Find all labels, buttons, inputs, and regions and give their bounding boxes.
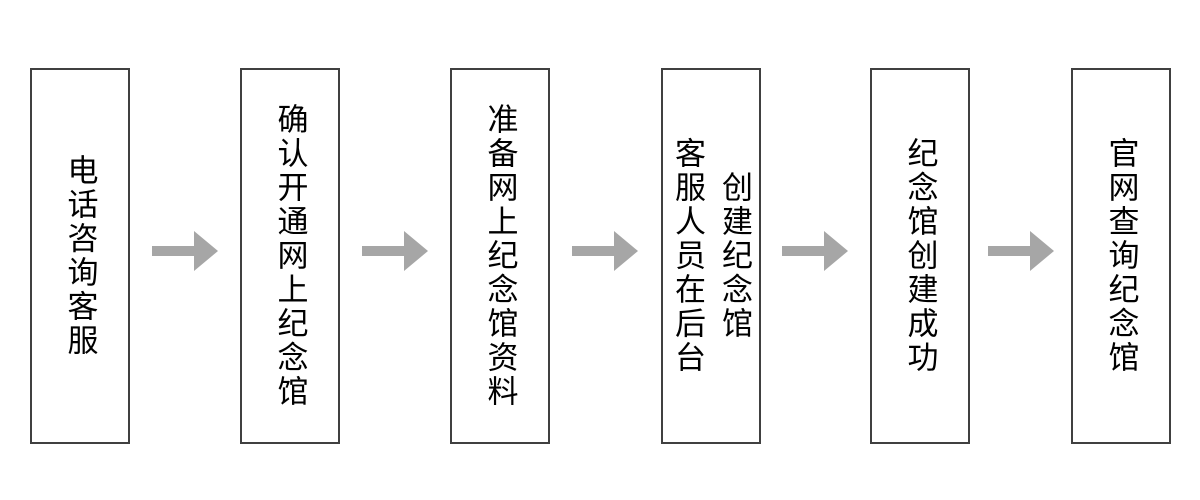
flow-step-5: 纪念馆创建成功: [870, 68, 970, 444]
flow-step-2: 确认开通网上纪念馆: [240, 68, 340, 444]
flow-step-2-label: 确认开通网上纪念馆: [272, 103, 308, 409]
flow-step-5-label: 纪念馆创建成功: [902, 137, 938, 375]
flow-step-3-label: 准备网上纪念馆资料: [482, 103, 518, 409]
flow-step-4: 客服人员在后台 创建纪念馆: [661, 68, 761, 444]
flow-step-6-label: 官网查询纪念馆: [1103, 137, 1139, 375]
arrow-right-icon: [362, 231, 428, 271]
arrow-right-icon: [572, 231, 638, 271]
flow-step-1-label: 电话咨询客服: [62, 154, 98, 358]
arrow-right-icon: [988, 231, 1054, 271]
flow-step-3: 准备网上纪念馆资料: [450, 68, 550, 444]
flow-step-4-label-line-1: 客服人员在后台: [670, 137, 705, 375]
arrow-right-icon: [152, 231, 218, 271]
flow-step-6: 官网查询纪念馆: [1071, 68, 1171, 444]
flow-step-4-label-line-2: 创建纪念馆: [717, 171, 752, 341]
arrow-right-icon: [782, 231, 848, 271]
flow-step-1: 电话咨询客服: [30, 68, 130, 444]
